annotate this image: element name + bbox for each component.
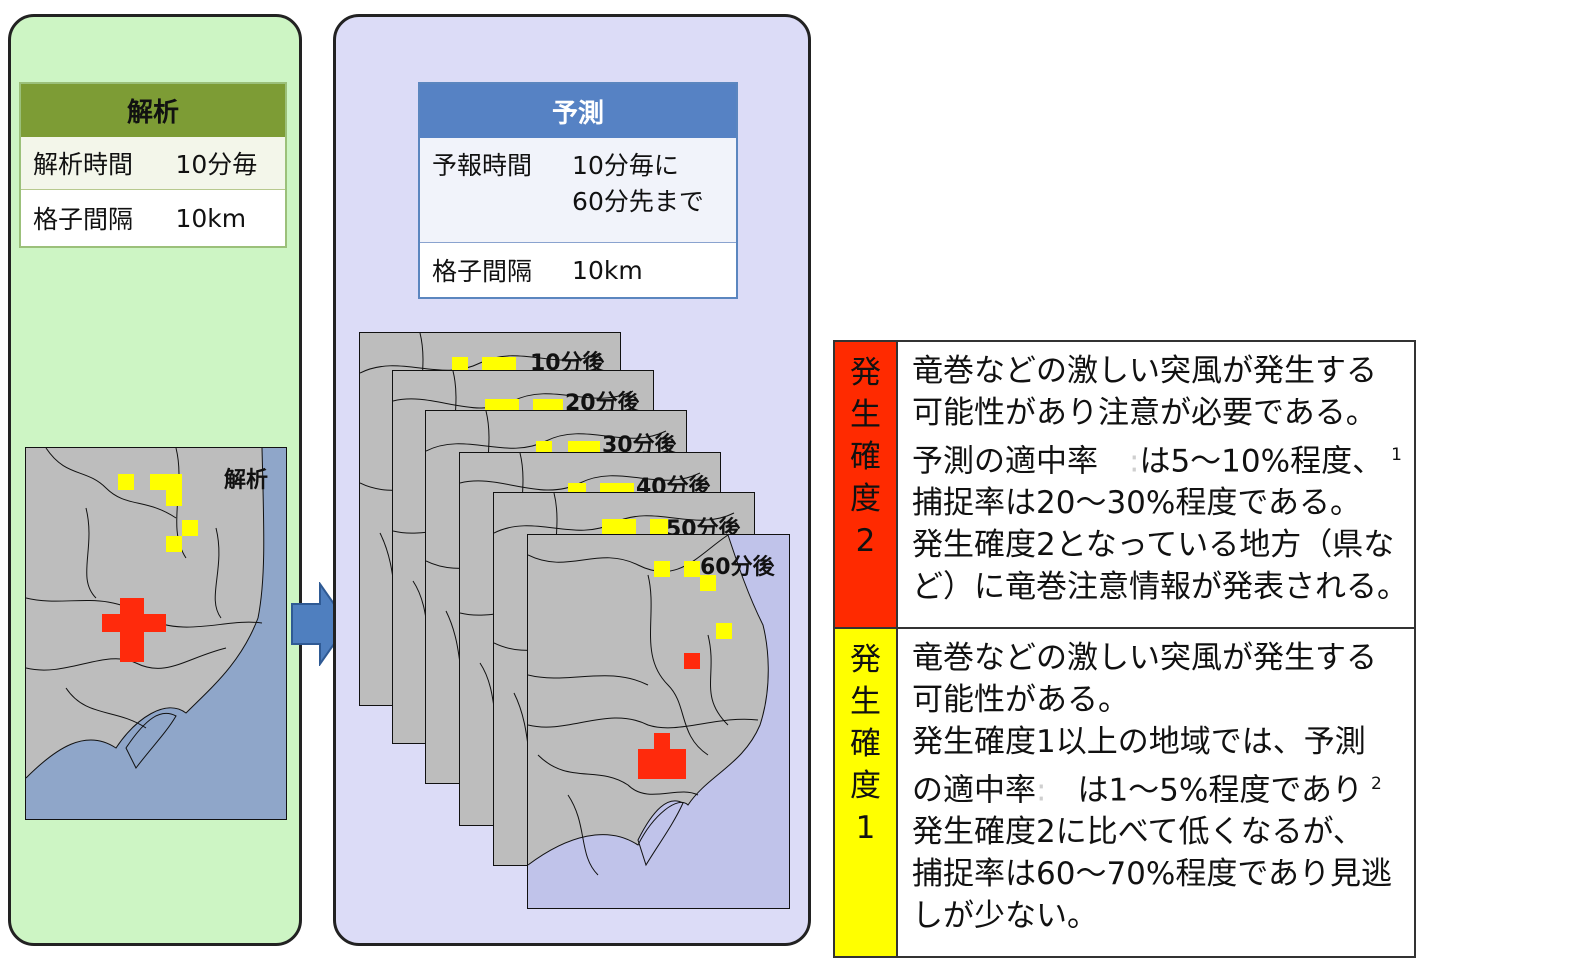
level1-cell (654, 561, 670, 577)
forecast-time-value-line2: 60分先まで (572, 187, 704, 216)
level2-title-line: 2 (855, 523, 876, 559)
level1-title-line: 1 (855, 810, 876, 846)
footnote-marker: 1 (1391, 445, 1402, 465)
probability-legend-table: 発生 確度 2 竜巻などの激しい突風が発生する 可能性があり注意が必要である。 … (833, 340, 1416, 958)
analysis-header: 解析 (20, 83, 286, 137)
level2-hit-rate-label: 予測の適中率 (912, 443, 1098, 480)
level1-cell (166, 490, 182, 506)
forecast-grid-label: 格子間隔 (432, 257, 533, 286)
forecast-map-60-shape (528, 535, 789, 908)
level1-cell (485, 399, 519, 413)
level2-cell (638, 749, 686, 779)
level1-cell (182, 520, 198, 536)
level1-line: しが少ない。 (912, 898, 1098, 935)
forecast-time-value: 10分毎に 60分先まで (560, 138, 737, 243)
forecast-table: 予測 予報時間 10分毎に 60分先まで 格子間隔 10km (418, 82, 738, 299)
level1-cell (166, 536, 182, 552)
level2-line: 捕捉率は20～30%程度である。 (912, 485, 1362, 522)
forecast-time-value-line1: 10分毎に (572, 151, 679, 180)
level1-cell (536, 441, 552, 455)
level2-title-line: 確度 (850, 439, 881, 517)
level1-cell (452, 357, 468, 371)
analysis-time-value: 10分毎 (163, 137, 286, 190)
level2-line: 発生確度2となっている地方（県な (912, 527, 1395, 564)
level2-line: 可能性があり注意が必要である。 (912, 395, 1377, 431)
level1-title: 発生 確度 1 (833, 627, 898, 958)
level1-cell (716, 623, 732, 639)
forecast-header: 予測 (419, 83, 737, 138)
level2-description: 竜巻などの激しい突風が発生する 可能性があり注意が必要である。 予測の適中率 :… (896, 340, 1416, 629)
level1-cell (684, 561, 700, 577)
level2-line: ど）に竜巻注意情報が発表される。 (912, 569, 1408, 606)
level1-line: 可能性がある。 (912, 682, 1129, 718)
level1-line: 発生確度1以上の地域では、予測 (912, 724, 1366, 760)
forecast-time-label: 予報時間 (419, 138, 561, 243)
level2-line: 竜巻などの激しい突風が発生する (912, 353, 1377, 389)
level1-line: 竜巻などの激しい突風が発生する (912, 640, 1377, 676)
level1-description: 竜巻などの激しい突風が発生する 可能性がある。 発生確度1以上の地域では、予測 … (896, 627, 1416, 958)
level1-cell (650, 519, 668, 535)
level2-cell (684, 653, 700, 669)
level1-title-line: 発生 (850, 642, 881, 720)
analysis-time-label: 解析時間 (20, 137, 164, 190)
forecast-grid-value: 10km (572, 255, 643, 285)
forecast-map-60: 60分後 (527, 534, 790, 909)
level2-title: 発生 確度 2 (833, 340, 898, 629)
analysis-grid-value: 10km (175, 203, 247, 233)
level1-cell (118, 474, 134, 490)
level1-title-line: 確度 (850, 726, 881, 804)
level1-cell (533, 399, 563, 413)
level1-cell (568, 441, 600, 455)
level1-hit-rate-value: は1～5%程度であり (1077, 772, 1364, 809)
footnote-marker: 2 (1371, 774, 1382, 794)
level2-cell (654, 733, 670, 751)
level2-line-hit-rate: 予測の適中率 :は5～10%程度、1 (912, 443, 1402, 480)
analysis-map-label: 解析 (224, 468, 269, 493)
analysis-table: 解析 解析時間 10分毎 格子間隔 10km (19, 82, 287, 248)
level1-cell (700, 575, 716, 591)
level1-cell (602, 519, 636, 535)
level1-hit-rate-label: の適中率 (912, 772, 1036, 809)
analysis-map: 解析 (25, 447, 287, 820)
analysis-map-shape (26, 448, 286, 819)
level1-cell (150, 474, 182, 490)
level1-line: 捕捉率は60～70%程度であり見逃 (912, 856, 1393, 893)
level2-title-line: 発生 (850, 355, 881, 433)
analysis-grid-label: 格子間隔 (33, 205, 134, 234)
level2-cell (102, 614, 166, 632)
level1-line: 発生確度2に比べて低くなるが、 (912, 814, 1364, 851)
level2-hit-rate-value: は5～10%程度、 (1139, 443, 1384, 480)
level1-cell (482, 357, 516, 371)
